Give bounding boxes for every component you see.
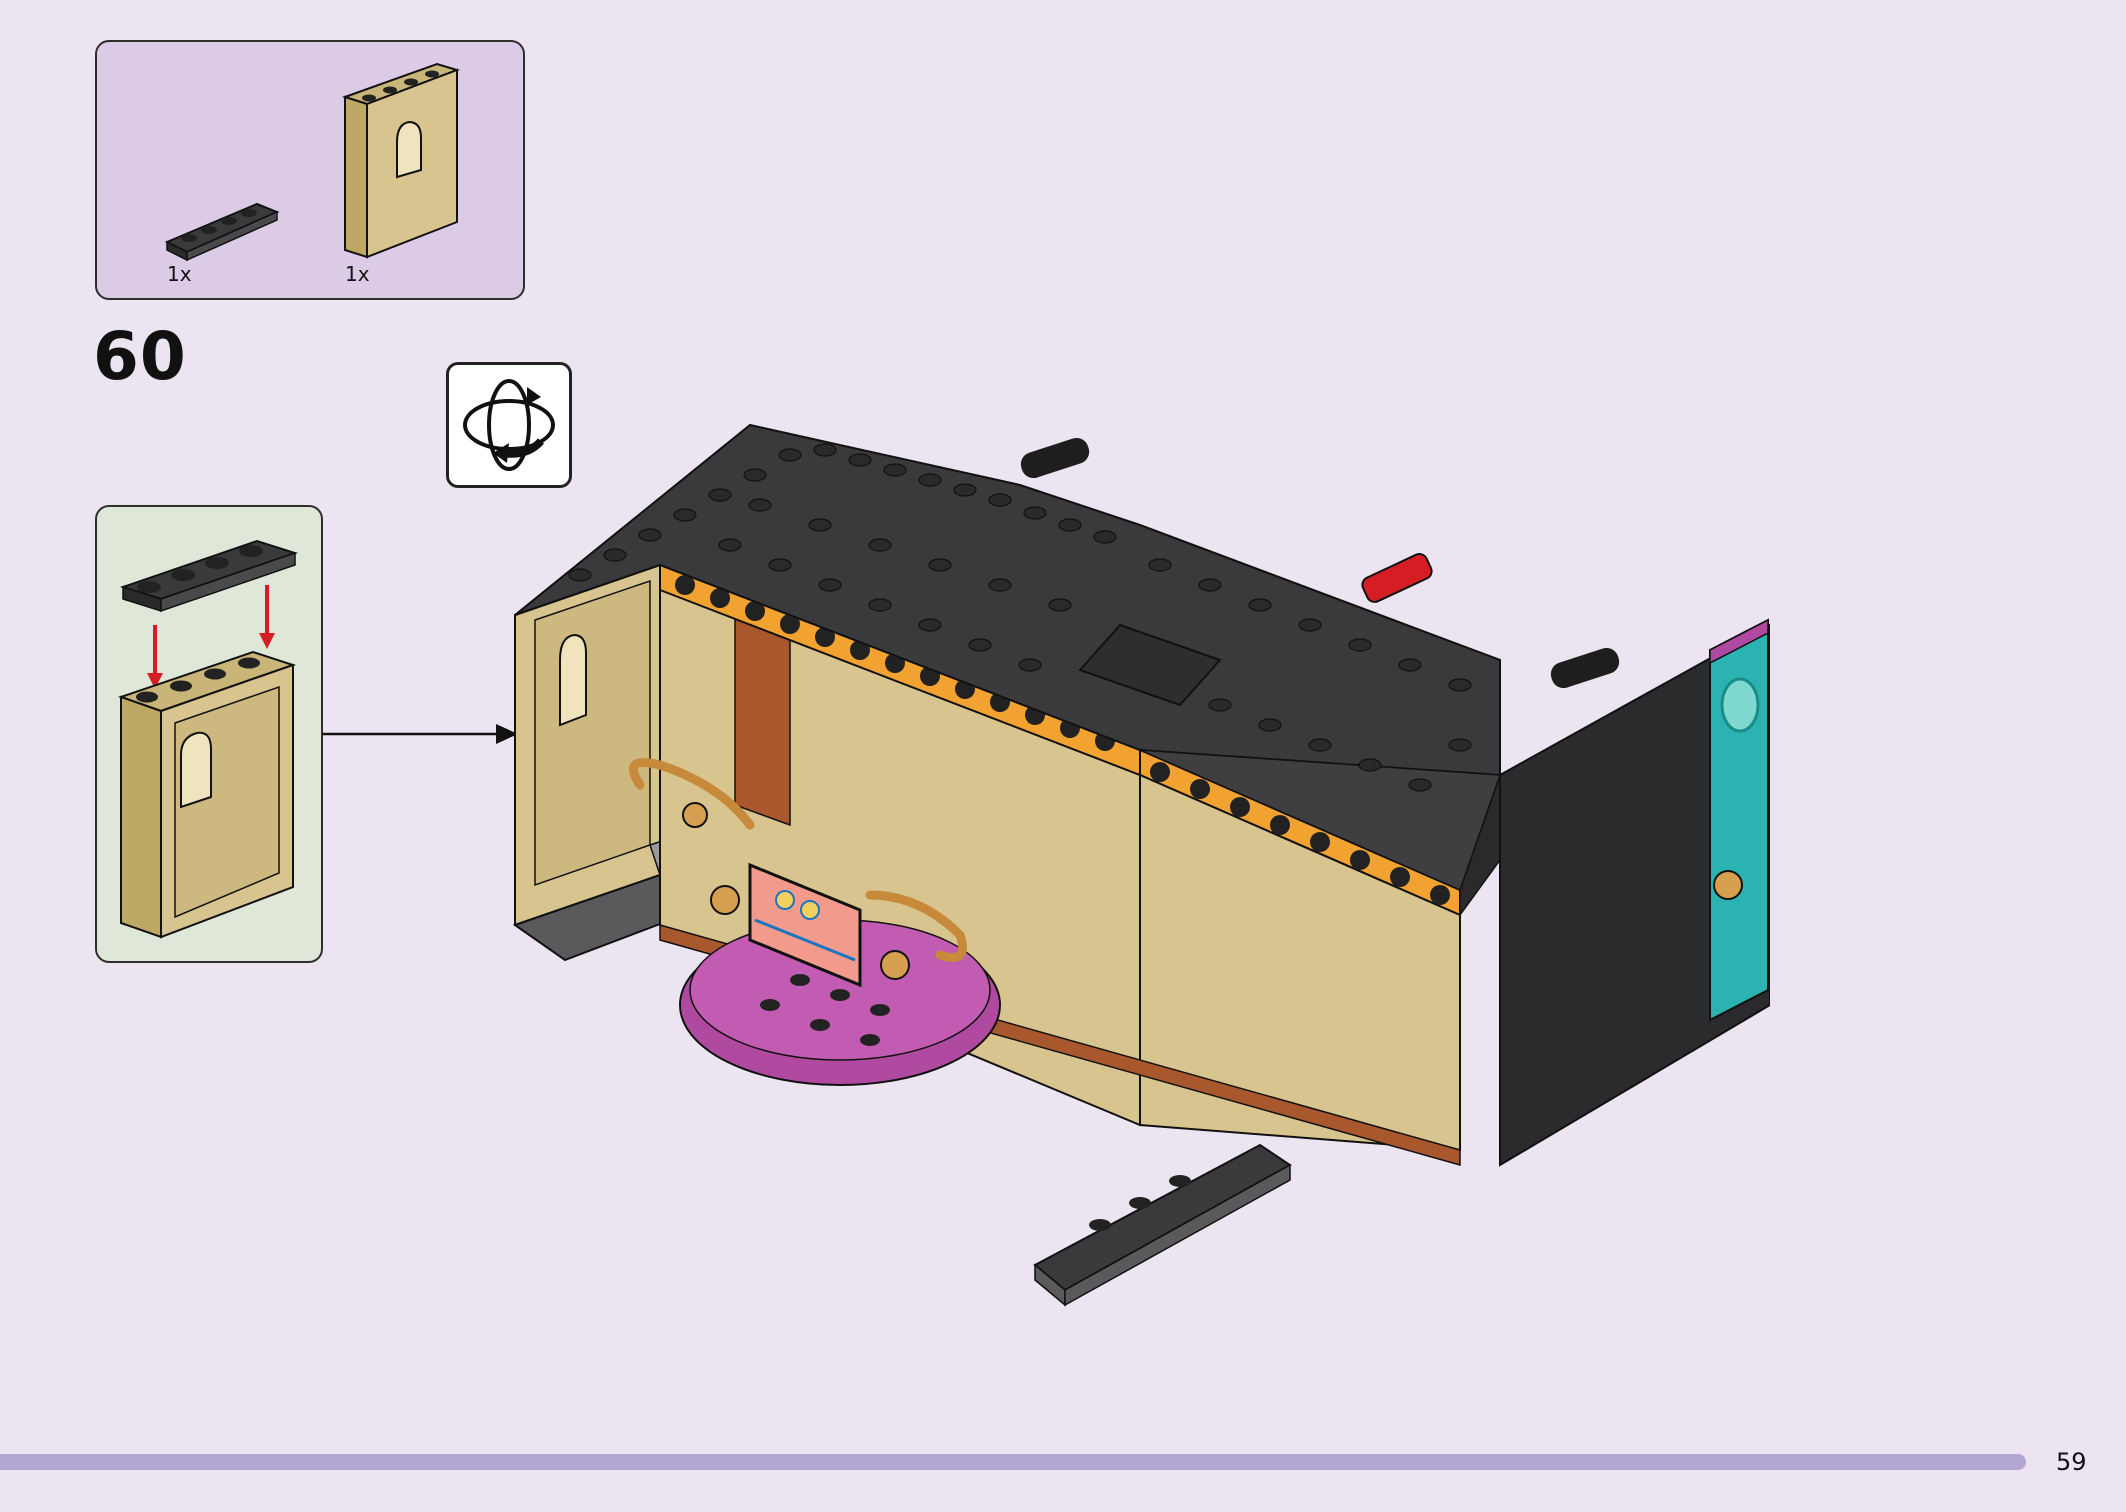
part-quantity-wall: 1x [345,262,370,286]
red-arrow-icons [147,585,275,689]
roof-stud-icons [568,443,1472,792]
gold-ornament-icons [628,758,1743,980]
rotate-model-icon [463,379,555,471]
parts-illustration [164,62,461,262]
sub-assembly-illustration [117,539,299,939]
step-number: 60 [93,318,187,395]
right-side-wall [1499,618,1770,1167]
sub-assembly-box [95,505,323,963]
main-model-illustration [500,405,1770,1335]
sub-tan-wall [117,650,297,939]
red-pin-icon [1361,553,1433,603]
sub-black-plate [119,539,299,613]
marquee-light-icons [675,575,1450,905]
footer-bar [0,1454,2026,1470]
magenta-stage [679,919,1001,1086]
page-number: 59 [2056,1448,2087,1476]
right-base-plate [1033,1143,1292,1307]
part-quantity-plate: 1x [167,262,192,286]
rehearsal-sign [748,862,862,988]
black-pin-icon [1020,437,1620,689]
part-tan-wall-panel [341,62,461,259]
rotate-model-box [446,362,572,488]
attach-arrow-icon [322,724,518,744]
part-black-plate [164,202,280,262]
parts-list-box: 1x 1x [95,40,525,300]
